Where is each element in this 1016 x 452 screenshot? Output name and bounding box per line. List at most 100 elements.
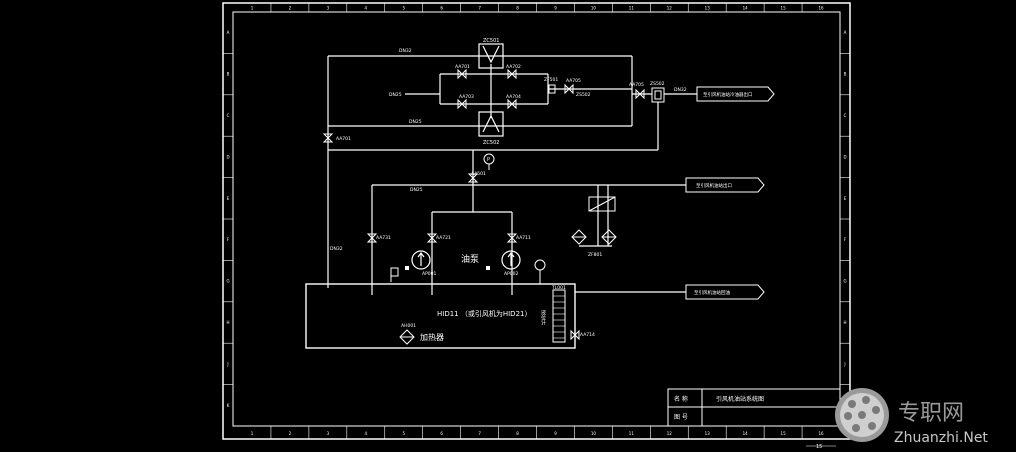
label-valve-h: AA711 [516,235,531,241]
label-valve-e: AA705 [566,78,581,84]
level-gauge-ticks [553,295,565,339]
label-valve-a: AA701 [455,64,470,70]
watermark-en: Zhuanzhi.Net [894,430,988,446]
column-label-bottom: 15 [781,431,787,436]
column-label-bottom: 11 [629,431,635,436]
label-pressure: AA501 [471,171,486,177]
heater-icon [399,329,415,345]
label-level-vertical: 液位计 [540,309,546,326]
column-label-top: 14 [743,6,749,11]
row-label-right: F [844,237,847,242]
column-label-bottom: 13 [705,431,711,436]
label-line-inlet: DN25 [389,92,402,98]
pump-left-icon [411,250,431,270]
row-label-left: E [227,196,230,201]
label-small-comp2: ZS502 [576,92,591,98]
label-valve-left: AA701 [336,136,351,142]
outer-border [222,2,851,440]
column-label-top: 3 [327,6,330,11]
valve-pressure-icon [467,173,479,183]
valve-symbols [322,68,665,243]
pressure-gauge-icon [483,153,495,170]
watermark-logo-icon [835,388,889,442]
label-small-comp: ZF501 [544,77,558,83]
label-heater-name: 加热器 [420,332,444,342]
column-label-top: 15 [781,6,787,11]
outlet-arrow-bot-icon [685,284,765,300]
row-label-right: C [844,113,847,118]
label-pump-left: AP001 [422,271,437,277]
valve-left-icon [322,133,334,143]
row-label-left: A [227,30,230,35]
column-label-bottom: 3 [327,431,330,436]
title-block [667,388,841,427]
valve-j-icon [570,329,580,341]
title-name-value: 引风机油站系统图 [716,395,764,403]
svg-text:P: P [487,157,490,163]
label-valve-d: AA704 [506,94,521,100]
motor-mark-right [486,266,490,270]
label-valve-f: AA731 [376,235,391,241]
column-label-bottom: 2 [289,431,292,436]
valve-b-icon [507,68,517,80]
column-label-bottom: 12 [667,431,673,436]
cooler-bottom-label: ZC502 [483,140,499,146]
label-valve-g: AA721 [436,235,451,241]
level-gauge-frame [552,289,566,343]
column-label-top: 12 [667,6,673,11]
label-out-top: 至引风机油站冷油器出口 [703,91,753,98]
row-label-left: G [226,279,229,284]
column-label-top: 5 [402,6,405,11]
column-label-top: 4 [365,6,368,11]
label-pump-right: AP002 [504,271,519,277]
label-tank-title: HID11 （或引风机为HID21） [437,309,531,318]
column-label-top: 8 [516,6,519,11]
motor-flag-icon [390,267,399,282]
row-label-left: F [227,237,230,242]
label-valve-out: AA705 [629,82,644,88]
column-label-bottom: 1 [251,431,254,436]
title-name-label: 名 称 [674,395,688,403]
valve-d-icon [507,98,517,110]
row-label-right: A [844,30,847,35]
label-line-top: DN32 [399,48,412,54]
row-label-right: G [843,279,846,284]
column-label-bottom: 8 [516,431,519,436]
watermark-cn: 专职网 [898,401,964,426]
valve-out-icon [635,88,645,100]
label-out-bot: 至引风机油站回油 [694,289,730,296]
label-level-tag: TL001 [551,285,566,291]
row-label-right: D [843,154,846,159]
column-label-top: 2 [289,6,292,11]
drawing-frame [222,2,851,440]
pump-right-icon [501,250,521,270]
row-label-left: H [226,320,229,325]
thermometer-icon [534,259,546,284]
column-label-bottom: 5 [402,431,405,436]
row-label-left: K [227,403,230,408]
column-label-top: 10 [591,6,597,11]
row-label-right: J [843,361,845,366]
column-label-top: 13 [705,6,711,11]
valve-f-icon [366,233,378,243]
outlet-arrow-mid-icon [685,177,765,193]
cooler-top-label: ZC501 [483,38,499,44]
column-label-top: 9 [554,6,557,11]
row-label-right: E [844,196,847,201]
label-heater-tag: AH001 [401,323,416,329]
label-filter: ZF801 [588,252,602,258]
label-valve-b: AA702 [506,64,521,70]
column-label-top: 6 [440,6,443,11]
column-label-bottom: 4 [365,431,368,436]
filter-icon [571,196,617,245]
outlet-component-inner [654,90,662,100]
valve-a-icon [457,68,467,80]
label-out-mid: 至引风机油站出口 [696,182,732,189]
column-label-top: 7 [478,6,481,11]
outlet-component-icon [651,87,665,103]
column-label-bottom: 14 [743,431,749,436]
row-label-left: B [227,72,230,77]
column-label-bottom: 7 [478,431,481,436]
